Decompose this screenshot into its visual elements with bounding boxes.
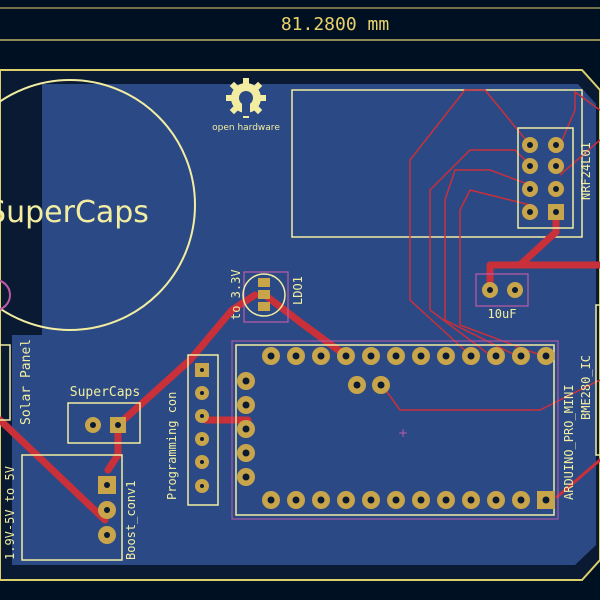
open-hardware-logo: open hardware [212,78,280,133]
nrf-module-outline [291,89,583,238]
solar-panel-connector[interactable]: Solar Panel [0,339,34,425]
ldo-regulator[interactable]: to 3.3V LDO1 [229,269,305,323]
supercaps-outline [0,79,196,331]
trace-nrf-1 [409,89,531,356]
programming-connector[interactable]: Programming con [165,354,219,506]
trace-arduino-edge [555,458,600,499]
boost-conv-label: Boost_conv1 [124,481,138,560]
pad-drill [377,381,385,389]
supercaps-footprint[interactable]: SuperCaps [0,79,196,331]
ldo-pad-2 [258,290,270,299]
bme-label: BME280_IC [579,355,593,420]
arduino-pro-mini[interactable]: + ARDUINO_PRO_MINI [231,340,576,520]
open-hardware-label: open hardware [212,123,280,133]
trace-boost-in [0,416,109,524]
arduino-courtyard [231,340,559,520]
pad-drill [317,352,325,360]
trace-i2c [381,379,600,411]
pad-drill [417,352,425,360]
capacitor-label: 10uF [488,307,517,321]
pad-drill [242,401,250,409]
pad-drill [342,496,350,504]
ldo-courtyard [243,271,289,323]
pad-drill [267,352,275,360]
pad-drill [242,449,250,457]
arduino-pads [237,347,555,509]
pad-drill [367,496,375,504]
bme280-sensor[interactable]: BME280_IC [579,304,600,456]
trace-ldo-arduino [261,291,349,359]
pad-drill [492,352,500,360]
pad-drill [367,352,375,360]
pad-drill [467,352,475,360]
capacitor-10uf[interactable]: 10uF [475,273,529,321]
open-hardware-gear-icon [226,78,266,118]
solar-panel-label: Solar Panel [19,339,34,425]
solar-panel-outline [0,344,11,421]
pad-drill [442,496,450,504]
ldo-pad-1 [258,278,270,287]
pad-drill [417,496,425,504]
ldo-label: LDO1 [291,276,305,305]
pad-drill [542,352,550,360]
pad-drill [242,473,250,481]
nrf-label: NRF24L01 [579,142,593,200]
pad-drill [267,496,275,504]
pad-drill [242,425,250,433]
supercaps-connector[interactable]: SuperCaps [67,385,141,444]
bme-outline [595,304,600,456]
pad-drill [292,352,300,360]
pad-drill [517,496,525,504]
pad-drill [342,352,350,360]
arduino-outline [235,344,555,516]
programming-outline [187,354,219,506]
capacitor-courtyard [475,273,529,307]
supercaps-big-label: SuperCaps [0,195,149,230]
supercaps-small-label: SuperCaps [70,385,140,400]
programming-label: Programming con [165,392,179,500]
pad-drill [467,496,475,504]
arduino-origin-marker: + [398,426,408,440]
trace-cap-nrf [486,228,560,292]
boost-range-label: 1.9V-5V to 5V [3,466,17,560]
pad-drill [442,352,450,360]
dimension-annotation: 81.2800 mm [0,7,600,41]
supercaps-connector-outline [67,402,141,444]
ldo-to-label: to 3.3V [229,269,243,320]
pad-drill [517,352,525,360]
pad-drill [492,496,500,504]
pad-drill [542,496,550,504]
nrf-header-outline [517,127,574,229]
pad-drill [353,381,361,389]
boost-outline [21,454,123,561]
pad-drill [392,352,400,360]
supercap-courtyard [0,279,11,311]
dimension-label: 81.2800 mm [281,14,389,35]
ldo-pad-3 [258,302,270,311]
ldo-outline [242,273,286,317]
arduino-label: ARDUINO_PRO_MINI [562,384,576,500]
trace-nrf-6 [559,139,600,176]
trace-nrf-4 [459,189,541,356]
nrf24l01-header[interactable]: NRF24L01 [517,127,593,229]
pad-drill [292,496,300,504]
pad-drill [392,496,400,504]
copper-traces [0,211,600,524]
pad-drill [242,377,250,385]
trace-nrf-3 [444,169,531,356]
boost-converter[interactable]: 1.9V-5V to 5V Boost_conv1 [3,454,138,561]
pad-drill [317,496,325,504]
